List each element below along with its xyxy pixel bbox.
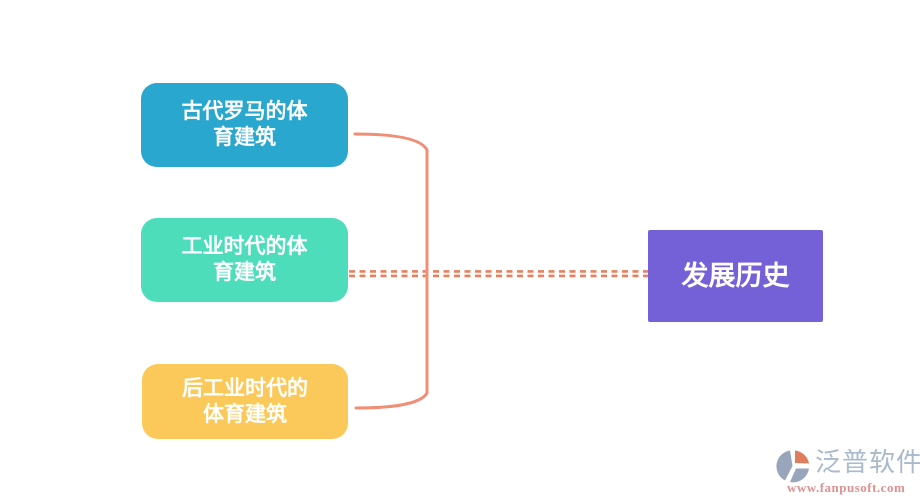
node-industrial-era: 工业时代的体 育建筑 bbox=[141, 218, 348, 302]
bracket-connector bbox=[353, 132, 429, 410]
node-label-line: 育建筑 bbox=[213, 126, 276, 149]
watermark: 泛普软件 www.fanpusoft.com bbox=[775, 449, 920, 497]
node-label-line: 后工业时代的 bbox=[182, 376, 308, 400]
logo-left-segment bbox=[776, 450, 793, 481]
node-label-line: 古代罗马的体 bbox=[181, 100, 308, 123]
node-label-line: 体育建筑 bbox=[203, 402, 287, 426]
node-ancient-rome: 古代罗马的体 育建筑 bbox=[141, 83, 348, 167]
watermark-url-text: www.fanpusoft.com bbox=[787, 480, 906, 495]
logo-top-right-segment bbox=[795, 450, 809, 464]
fanpu-logo-icon bbox=[776, 450, 809, 483]
logo-bottom-right-segment bbox=[790, 468, 809, 483]
watermark-brand-text: 泛普软件 bbox=[815, 448, 920, 477]
node-post-industrial: 后工业时代的 体育建筑 bbox=[142, 364, 348, 439]
node-development-history: 发展历史 bbox=[648, 230, 823, 322]
node-label-line: 工业时代的体 bbox=[181, 235, 308, 258]
node-label-line: 育建筑 bbox=[213, 261, 276, 284]
node-label-line: 发展历史 bbox=[681, 261, 790, 291]
